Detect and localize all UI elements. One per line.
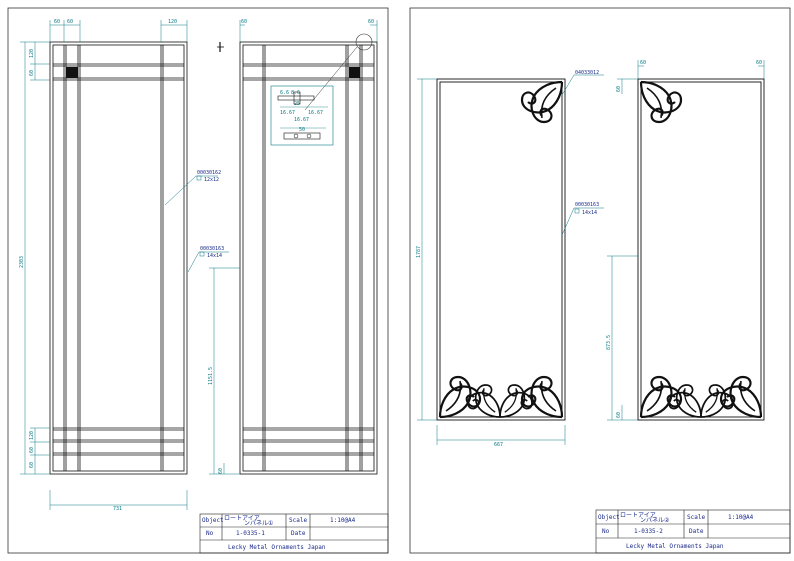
- tb-object-value: ロートアイア: [620, 512, 656, 519]
- dim-width: 667: [494, 442, 503, 448]
- detail-inset: [270, 85, 334, 146]
- detail-dim-b: 8.6: [291, 90, 300, 96]
- tb-no-value: 1-0335-1: [236, 530, 265, 537]
- dimension-lines: [20, 20, 378, 510]
- detail-dim-a: 6.6: [280, 90, 289, 96]
- sheet-1-canvas: 60 60 120 60 60 120 60 2303 120 60 60 73…: [7, 7, 389, 554]
- dim-height: 1787: [416, 246, 422, 258]
- dim-top-c: 120: [168, 19, 177, 25]
- tb-no-label: No: [206, 530, 214, 537]
- tb-object-value-2: ンパネル①: [244, 520, 273, 527]
- joint-block: [349, 67, 360, 78]
- dim-span-right: 1151.5: [208, 367, 214, 385]
- callout-size: 12x12: [204, 177, 219, 183]
- dim-bottom-2: 60: [29, 447, 35, 453]
- callout-04033012: 04033012: [561, 70, 604, 96]
- callout-code: 00030163: [200, 246, 224, 252]
- dim-left-small: 60: [616, 86, 622, 92]
- scroll-ornament-bottom-right-back: [719, 375, 763, 419]
- sheet-border: [409, 7, 791, 554]
- dim-bottom-3: 60: [29, 462, 35, 468]
- tb-no-value: 1-0335-2: [634, 528, 663, 535]
- detail-leader: [304, 46, 358, 111]
- dim-width: 731: [113, 506, 122, 512]
- scroll-ornament-bottom-left-back: [639, 375, 683, 419]
- tb-no-label: No: [602, 528, 610, 535]
- scroll-ornament-bottom-left: [438, 375, 482, 419]
- detail-dim-g: 50: [299, 127, 305, 133]
- tb-company: Lecky Metal Ornaments Japan: [626, 543, 724, 550]
- callout-code: 00030163: [575, 202, 599, 208]
- callout-00030163: 00030163 14x14: [561, 202, 604, 236]
- sheet-2-canvas: 1787 667 60 60 60 873.5 60 04033012 0003…: [409, 7, 791, 554]
- dimension-lines: [417, 60, 765, 445]
- dim-left-60: 60: [29, 70, 35, 76]
- callout-size: 14x14: [207, 253, 222, 259]
- tb-scale-value: 1:10@A4: [728, 514, 754, 521]
- dim-span-right-small: 60: [616, 412, 622, 418]
- callout-size: 14x14: [582, 210, 597, 216]
- callout-00030162: 00030162 12x12: [164, 170, 221, 206]
- scroll-ornament-top-right: [520, 80, 564, 124]
- title-block: [595, 509, 791, 554]
- scroll-ornament-top-left-back: [639, 80, 683, 124]
- scroll-ornament-bottom-right: [520, 375, 564, 419]
- ornament-panel-front: [436, 78, 566, 421]
- callout-00030163: 00030163 14x14: [187, 246, 229, 273]
- scroll-ornament-bottom-center-back: [668, 384, 734, 418]
- dim-span-right-small: 60: [218, 468, 224, 474]
- tb-object-value-2: ンパネル②: [640, 517, 670, 524]
- drawing-sheet-1: 60 60 120 60 60 120 60 2303 120 60 60 73…: [0, 0, 394, 561]
- tb-scale-value: 1:10@A4: [330, 517, 356, 524]
- title-block: [199, 513, 389, 554]
- drawing-sheet-2: 1787 667 60 60 60 873.5 60 04033012 0003…: [404, 0, 794, 561]
- dim-bottom-1: 120: [29, 431, 35, 440]
- joint-block: [66, 67, 78, 78]
- ornament-panel-back: [637, 78, 765, 421]
- detail-dim-d: 16.67: [280, 110, 295, 116]
- detail-dim-e: 16.67: [308, 110, 323, 116]
- panel-front: [49, 41, 188, 475]
- dim-top-a: 60: [54, 19, 60, 25]
- dim-span-right: 873.5: [606, 335, 612, 350]
- tb-date-label: Date: [291, 530, 306, 537]
- detail-callout-circle: [355, 33, 373, 51]
- tb-date-label: Date: [689, 528, 704, 535]
- detail-dim-c: 25: [294, 101, 300, 107]
- dim-top-r2: 60: [368, 19, 374, 25]
- detail-dim-f: 16.67: [294, 117, 309, 123]
- dim-left-120: 120: [29, 49, 35, 58]
- dim-top-b: 60: [67, 19, 73, 25]
- tb-scale-label: Scale: [687, 514, 705, 521]
- tb-company: Lecky Metal Ornaments Japan: [228, 544, 326, 551]
- callout-code: 04033012: [575, 70, 599, 76]
- sheet-border: [7, 7, 389, 554]
- dim-top-left: 60: [640, 60, 646, 66]
- tb-object-label: Object: [598, 514, 620, 521]
- tb-scale-label: Scale: [289, 517, 307, 524]
- tb-object-value: ロートアイア: [224, 515, 260, 522]
- scroll-ornament-bottom-center: [467, 384, 533, 418]
- dim-height: 2303: [19, 256, 25, 268]
- tb-object-label: Object: [202, 517, 224, 524]
- dim-top-right: 60: [756, 60, 762, 66]
- dim-top-r: 60: [241, 19, 247, 25]
- callout-code: 00030162: [197, 170, 221, 176]
